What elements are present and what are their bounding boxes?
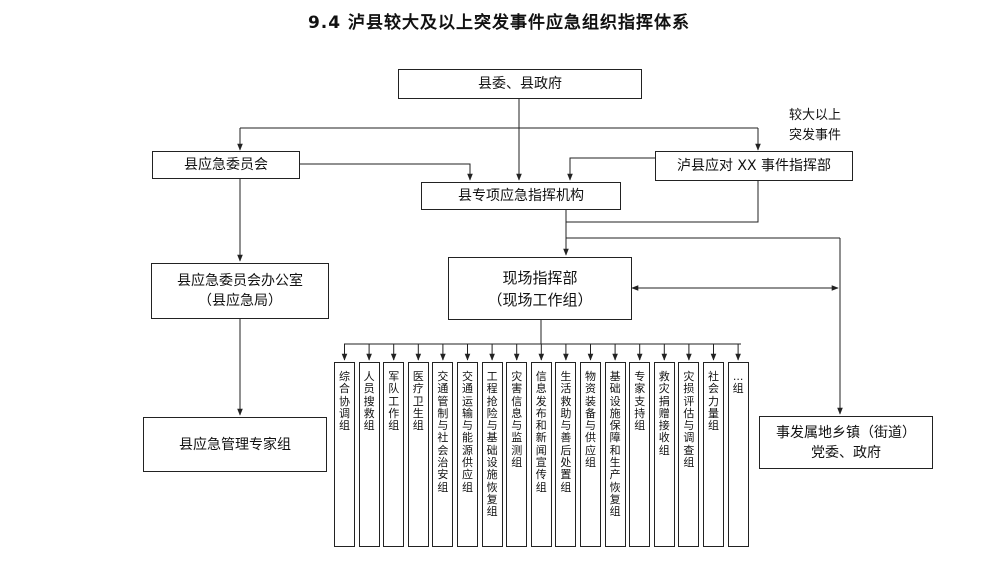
group-column: 工程抢险与基础设施恢复组 — [481, 362, 503, 547]
node-county-government: 县委、县政府 — [398, 69, 642, 99]
note-line-2: 突发事件 — [788, 128, 841, 143]
group-arrows — [341, 344, 741, 361]
node-label-sub: （县应急局） — [198, 293, 282, 309]
node-label: 县应急委员会办公室 — [177, 273, 303, 289]
node-expert-group: 县应急管理专家组 — [143, 417, 327, 472]
arrow-committee-to-special — [300, 163, 473, 181]
node-label: 现场指挥部 — [502, 268, 578, 287]
node-township: 事发属地乡镇（街道） 党委、政府 — [759, 416, 933, 469]
node-label: 县应急委员会 — [184, 157, 268, 173]
group-column: 物资装备与供应组 — [580, 362, 601, 547]
node-label: 事发属地乡镇（街道） — [776, 424, 916, 441]
node-label-sub: （现场工作组） — [487, 290, 593, 309]
group-column: 交通运输与能源供应组 — [457, 362, 478, 547]
node-onsite-command: 现场指挥部 （现场工作组） — [448, 257, 632, 320]
page-title: 9.4 泸县较大及以上突发事件应急组织指挥体系 — [307, 13, 691, 33]
node-label-sub: 党委、政府 — [811, 444, 881, 461]
line-xx-down — [566, 180, 759, 223]
group-column: 医疗卫生组 — [407, 362, 429, 547]
group-column: 信息发布和新闻宣传组 — [530, 362, 552, 547]
note-line-1: 较大以上 — [788, 108, 841, 123]
node-emergency-committee: 县应急委员会 — [152, 151, 300, 179]
group-column: ...组 — [727, 362, 749, 547]
node-label: 县应急管理专家组 — [179, 436, 291, 453]
group-column: 交通管制与社会治安组 — [432, 362, 454, 547]
group-column: 灾损评估与调查组 — [678, 362, 700, 547]
group-column: 生活救助与善后处置组 — [555, 362, 577, 547]
node-special-command: 县专项应急指挥机构 — [421, 182, 621, 210]
group-column: 基础设施保障和生产恢复组 — [604, 362, 626, 547]
group-column: 人员搜救组 — [358, 362, 380, 547]
node-committee-office: 县应急委员会办公室 （县应急局） — [151, 263, 329, 319]
group-column: 专家支持组 — [629, 362, 651, 547]
node-label: 县专项应急指挥机构 — [458, 188, 584, 204]
node-xx-event-command: 泸县应对 XX 事件指挥部 — [655, 151, 853, 181]
group-column: 救灾捐赠接收组 — [653, 362, 675, 547]
group-column: 综合协调组 — [334, 362, 355, 547]
node-label: 泸县应对 XX 事件指挥部 — [676, 158, 832, 174]
node-label: 县委、县政府 — [478, 76, 562, 92]
group-column: 军队工作组 — [383, 362, 405, 547]
arrow-xx-to-special — [567, 157, 655, 181]
event-level-note: 较大以上 突发事件 — [770, 106, 860, 146]
group-column: 社会力量组 — [703, 362, 724, 547]
group-column: 灾害信息与监测组 — [506, 362, 528, 547]
